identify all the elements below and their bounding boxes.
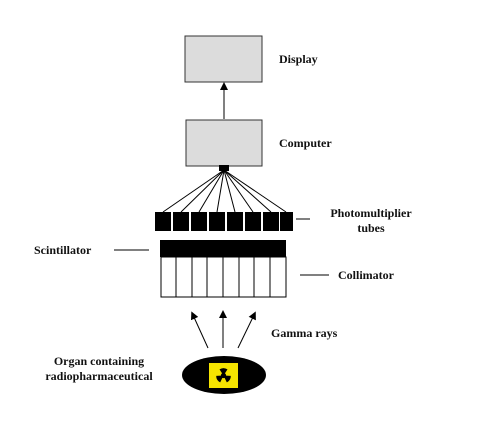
pmt-tube [227, 212, 243, 231]
pmt-tube [245, 212, 261, 231]
scintillator-crystal [160, 240, 286, 257]
photomultiplier-label-line1: Photomultiplier [330, 206, 412, 220]
gamma-rays-label: Gamma rays [271, 326, 338, 340]
photomultiplier-tubes [155, 212, 293, 231]
collimator-label: Collimator [338, 268, 394, 282]
organ-label-line2: radiopharmaceutical [45, 369, 153, 383]
computer-label: Computer [279, 136, 332, 150]
computer-box [185, 119, 263, 167]
collimator [160, 256, 287, 298]
pmt-tube [191, 212, 207, 231]
photomultiplier-label: Photomultiplier tubes [318, 206, 424, 236]
pmt-tube [155, 212, 171, 231]
gamma-ray-arrows [191, 310, 256, 349]
display-box [184, 35, 263, 83]
pmt-tube [173, 212, 189, 231]
pmt-tube [280, 212, 293, 231]
organ-label-line1: Organ containing [53, 354, 145, 368]
radiation-trefoil-icon [209, 363, 238, 388]
pmt-tube [209, 212, 225, 231]
scintillator-label: Scintillator [34, 243, 92, 257]
computer-connector [219, 165, 229, 171]
pmt-wires [162, 169, 287, 213]
pmt-tube [263, 212, 279, 231]
label-leaders [114, 218, 329, 276]
organ-label: Organ containing radiopharmaceutical [36, 354, 162, 384]
display-label: Display [279, 52, 318, 66]
photomultiplier-label-line2: tubes [357, 221, 385, 235]
